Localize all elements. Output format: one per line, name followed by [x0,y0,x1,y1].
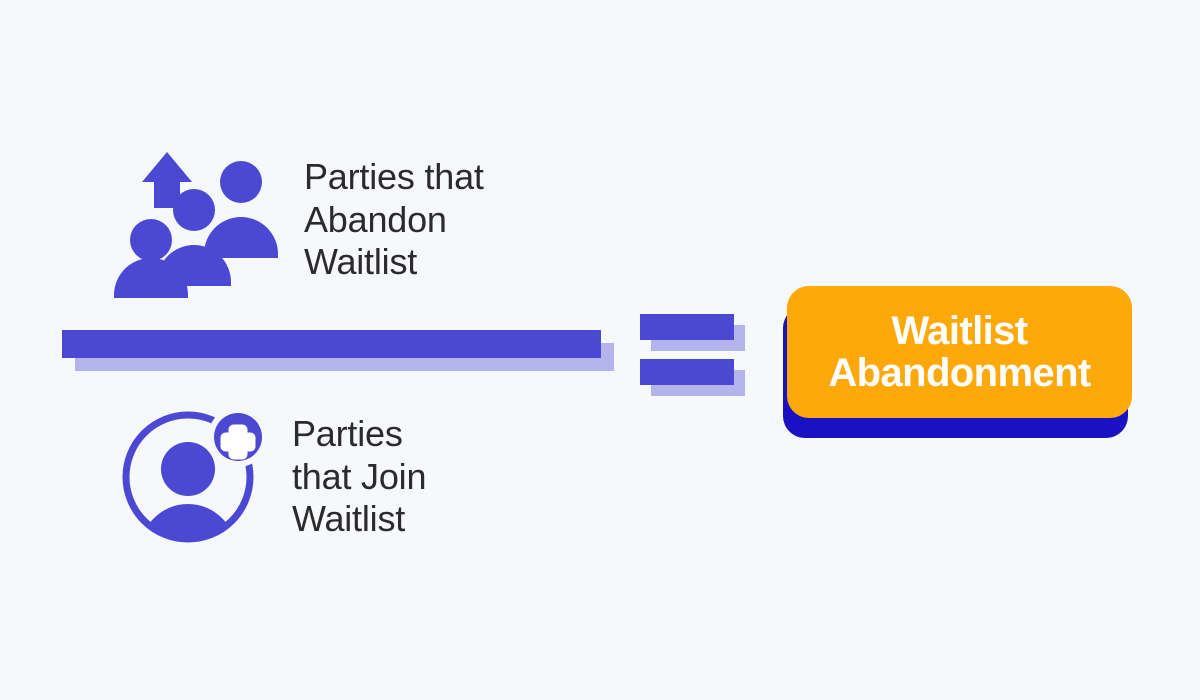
result-badge: Waitlist Abandonment [783,286,1132,438]
result-badge-card: Waitlist Abandonment [787,286,1132,418]
fraction-block: Parties that Abandon Waitlist [62,140,622,560]
equals-bar-top-fill [640,314,734,340]
division-bar [62,330,601,358]
equals-bar-top [640,314,745,351]
numerator-label: Parties that Abandon Waitlist [304,156,484,283]
people-leaving-up-arrow-icon [114,140,282,300]
numerator-row: Parties that Abandon Waitlist [114,140,484,300]
denominator-row: Parties that Join Waitlist [120,402,426,552]
denominator-label: Parties that Join Waitlist [292,413,427,540]
equals-bar-bottom-fill [640,359,734,385]
fraction-division-bar [62,330,622,378]
result-badge-label: Waitlist Abandonment [828,308,1091,395]
equals-bar-bottom [640,359,745,396]
person-add-circle-icon [120,402,270,552]
equals-sign-icon [640,314,760,396]
